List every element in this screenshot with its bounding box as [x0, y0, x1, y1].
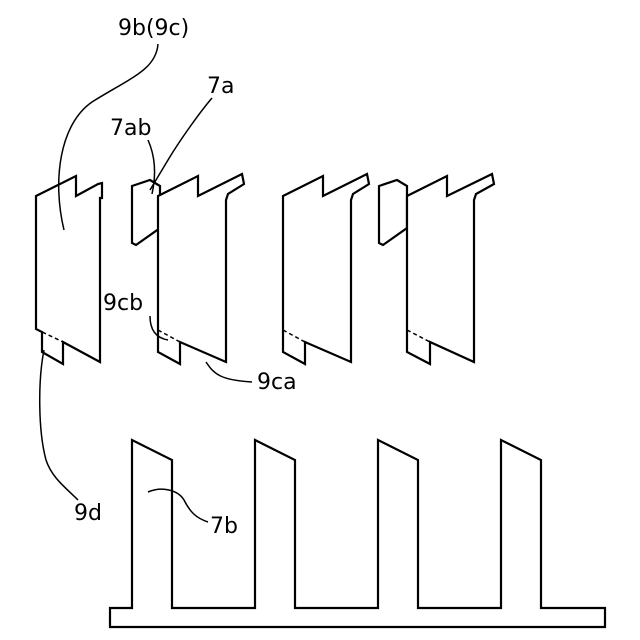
- plate-9c-fourth: [407, 174, 494, 364]
- piece-7ab-first: [132, 180, 160, 245]
- leader-9d: [40, 350, 78, 500]
- label-7a: 7a: [207, 74, 234, 99]
- label-7ab: 7ab: [110, 116, 151, 141]
- comb-7b: [110, 440, 605, 627]
- leader-9ca: [206, 362, 252, 382]
- label-9ca: 9ca: [257, 370, 297, 395]
- piece-7ab-second: [379, 180, 407, 245]
- leader-7a: [150, 98, 212, 190]
- label-9b-9c: 9b(9c): [118, 16, 189, 41]
- label-9d: 9d: [74, 501, 102, 526]
- plate-9b-third: [283, 174, 369, 364]
- plate-9c-second: [158, 174, 244, 364]
- plate-9b-left: [36, 176, 102, 364]
- leader-7b: [148, 489, 208, 522]
- label-7b: 7b: [210, 514, 238, 539]
- label-9cb: 9cb: [103, 291, 143, 316]
